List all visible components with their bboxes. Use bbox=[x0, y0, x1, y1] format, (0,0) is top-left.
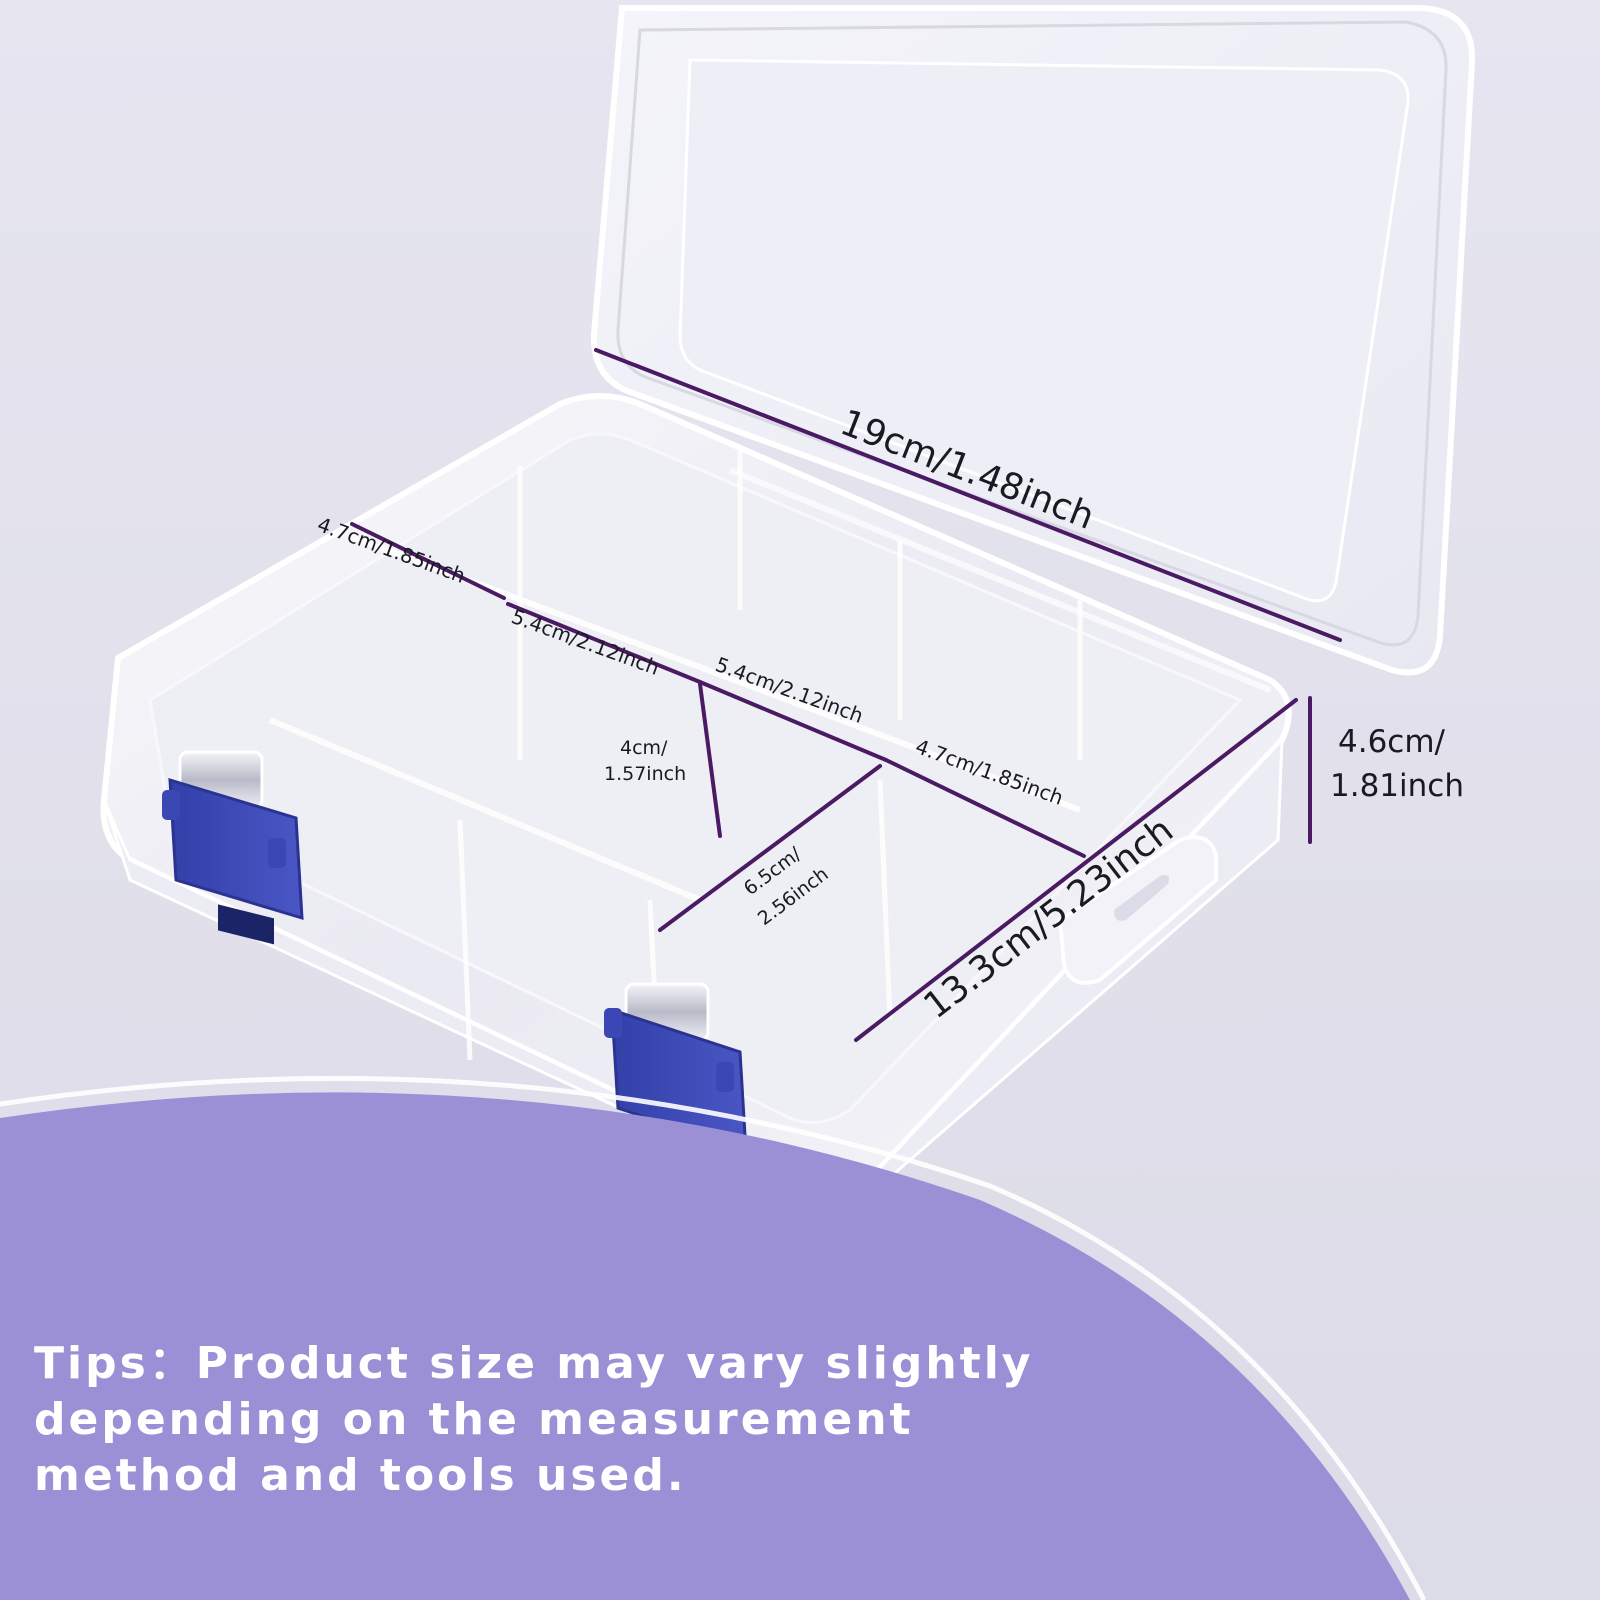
dimension-line-compartment-long bbox=[658, 764, 882, 932]
dimension-line-compartment-b bbox=[506, 602, 702, 684]
purple-panel bbox=[0, 1092, 1410, 1600]
height-label-cm: 4.6cm/ bbox=[1338, 724, 1446, 760]
dimension-line-compartment-c bbox=[698, 680, 888, 762]
dimension-line-compartment-a bbox=[350, 522, 506, 600]
dimension-line-compartment-d bbox=[884, 758, 1086, 858]
left-latch bbox=[162, 750, 304, 945]
panel-edge-highlight bbox=[0, 1075, 1427, 1600]
compartment-depth-label-inch: 1.57inch bbox=[604, 763, 686, 785]
tips-text: Tips：Product size may vary slightly depe… bbox=[34, 1338, 1034, 1501]
box-tray bbox=[100, 393, 1292, 1200]
height-label-inch: 1.81inch bbox=[1330, 768, 1464, 804]
box-lid bbox=[590, 5, 1476, 676]
compartment-depth-label-cm: 4cm/ bbox=[620, 737, 668, 759]
dimension-line-width bbox=[854, 698, 1298, 1042]
dimension-line-compartment-depth bbox=[698, 682, 722, 838]
dimension-line-length bbox=[594, 348, 1342, 642]
